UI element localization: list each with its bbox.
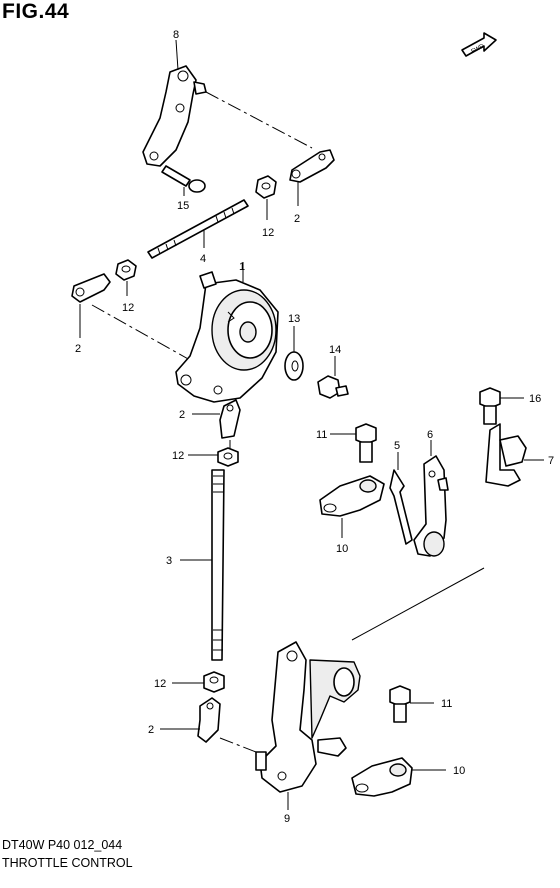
part-2-ball-joint-b — [71, 273, 111, 338]
callout-10: 10 — [336, 543, 348, 555]
callout-12: 12 — [154, 678, 166, 690]
callout-8: 8 — [173, 29, 179, 41]
part-7-bracket — [485, 423, 544, 487]
part-11-bolt-b — [389, 685, 434, 723]
part-14-bolt — [317, 356, 349, 399]
callout-12: 12 — [122, 302, 134, 314]
callout-2: 2 — [294, 213, 300, 225]
callout-14: 14 — [329, 344, 341, 356]
part-2-ball-joint-c — [192, 399, 241, 439]
part-10-clamp-b — [351, 757, 446, 797]
callout-3: 3 — [166, 555, 172, 567]
callout-10: 10 — [453, 765, 465, 777]
diagram-caption: THROTTLE CONTROL — [2, 856, 133, 870]
part-1-throttle-cam — [175, 262, 279, 403]
callout-16: 16 — [529, 393, 541, 405]
part-11-bolt-a — [330, 423, 377, 463]
part-9-lower-bracket — [255, 641, 361, 810]
callout-13: 13 — [288, 313, 300, 325]
part-15-bolt — [161, 165, 206, 196]
callout-5: 5 — [394, 440, 400, 452]
callout-9: 9 — [284, 813, 290, 825]
diagram-code: DT40W P40 012_044 — [2, 838, 123, 852]
part-10-clamp-a — [319, 475, 385, 538]
callout-12: 12 — [262, 227, 274, 239]
part-13-washer — [284, 326, 304, 381]
fwd-arrow-icon: FWD — [461, 32, 497, 57]
part-2-ball-joint-a — [289, 149, 335, 206]
figure-title: FIG.44 — [2, 0, 70, 23]
part-3-long-rod — [180, 469, 225, 661]
callout-2: 2 — [75, 343, 81, 355]
callout-4: 4 — [200, 253, 206, 265]
part-2-ball-joint-d — [160, 697, 221, 743]
part-12-nut-a — [255, 175, 277, 220]
callout-2: 2 — [179, 409, 185, 421]
part-5-link-rod — [389, 452, 413, 545]
part-12-nut-d — [172, 671, 225, 693]
callout-15: 15 — [177, 200, 189, 212]
callout-11: 11 — [316, 429, 327, 441]
part-6-lever — [413, 440, 449, 557]
callout-7: 7 — [548, 455, 554, 467]
part-4-threaded-rod — [147, 199, 249, 259]
callout-6: 6 — [427, 429, 433, 441]
callout-2: 2 — [148, 724, 154, 736]
callout-12: 12 — [172, 450, 184, 462]
part-16-bolt — [479, 387, 524, 425]
callout-11: 11 — [441, 698, 452, 710]
part-12-nut-c — [188, 447, 239, 467]
part-8-bracket — [142, 39, 207, 167]
callout-1: 1 — [239, 261, 245, 273]
part-12-nut-b — [115, 259, 137, 296]
